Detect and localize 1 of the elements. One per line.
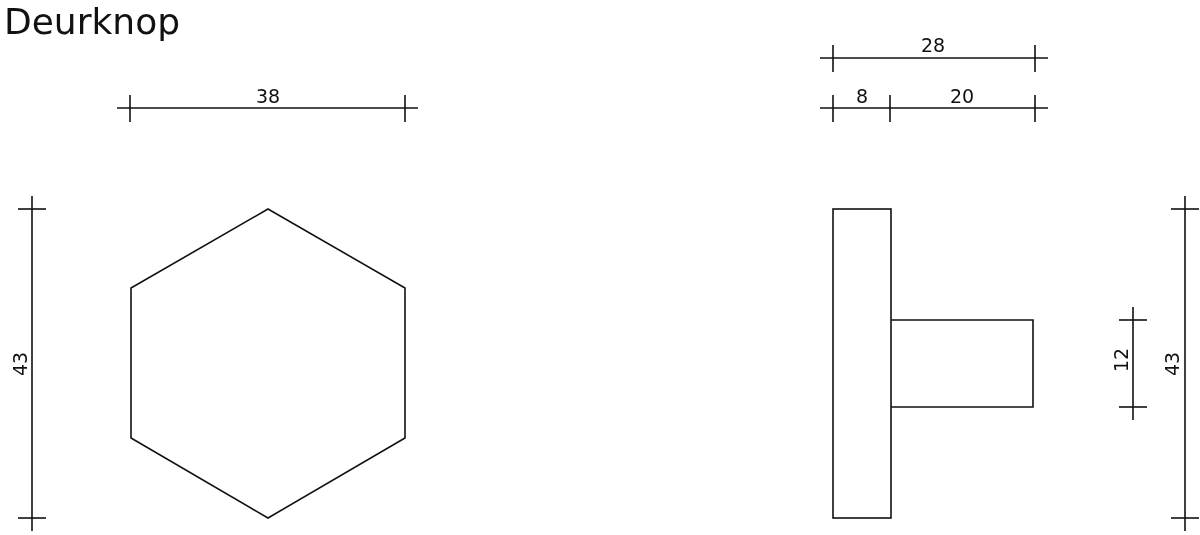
drawing-title: Deurknop (4, 0, 181, 44)
